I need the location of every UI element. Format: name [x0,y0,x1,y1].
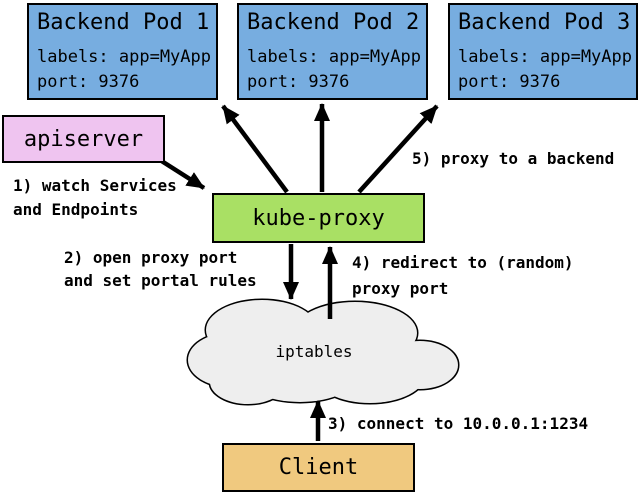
iptables-label: iptables [275,342,353,361]
arrow-step1-apiserver-to-kubeproxy [158,158,206,190]
step4-label-line1: 4) redirect to (random) [352,253,574,272]
step1-label-line2: and Endpoints [13,200,139,219]
iptables-cloud [186,298,460,406]
step1-label-line1: 1) watch Services [13,176,177,195]
client-label: Client [278,455,359,480]
kube-proxy-box: kube-proxy [212,193,425,243]
backend-pod-3-labels: labels: app=MyApp [458,47,632,67]
backend-pod-3-box: Backend Pod 3 labels: app=MyApp port: 93… [448,3,638,100]
backend-pod-2-box: Backend Pod 2 labels: app=MyApp port: 93… [237,3,428,100]
client-box: Client [222,443,415,492]
backend-pod-1-labels: labels: app=MyApp [37,47,211,67]
arrow-kubeproxy-to-pod1 [221,104,289,194]
backend-pod-2-labels: labels: app=MyApp [247,47,421,67]
step2-label: 2) open proxy port and set portal rules [64,246,257,292]
step2-label-line2: and set portal rules [64,271,257,290]
backend-pod-3-port: port: 9376 [458,72,561,92]
step4-label-line2: proxy port [352,279,449,298]
backend-pod-2-title: Backend Pod 2 [247,10,420,35]
step4-label: 4) redirect to (random) proxy port [352,250,574,302]
backend-pod-3-title: Backend Pod 3 [458,10,631,35]
backend-pod-1-port: port: 9376 [37,72,140,92]
apiserver-label: apiserver [23,126,144,152]
apiserver-box: apiserver [2,115,165,163]
step5-label: 5) proxy to a backend [412,149,615,168]
backend-pod-1-title: Backend Pod 1 [37,10,210,35]
step1-label: 1) watch Services and Endpoints [13,174,177,222]
arrow-kubeproxy-to-pod3 [357,104,439,194]
kube-proxy-label: kube-proxy [252,205,385,231]
step3-label: 3) connect to 10.0.0.1:1234 [328,414,589,433]
step2-label-line1: 2) open proxy port [64,248,238,267]
backend-pod-1-box: Backend Pod 1 labels: app=MyApp port: 93… [27,3,218,100]
backend-pod-2-port: port: 9376 [247,72,350,92]
